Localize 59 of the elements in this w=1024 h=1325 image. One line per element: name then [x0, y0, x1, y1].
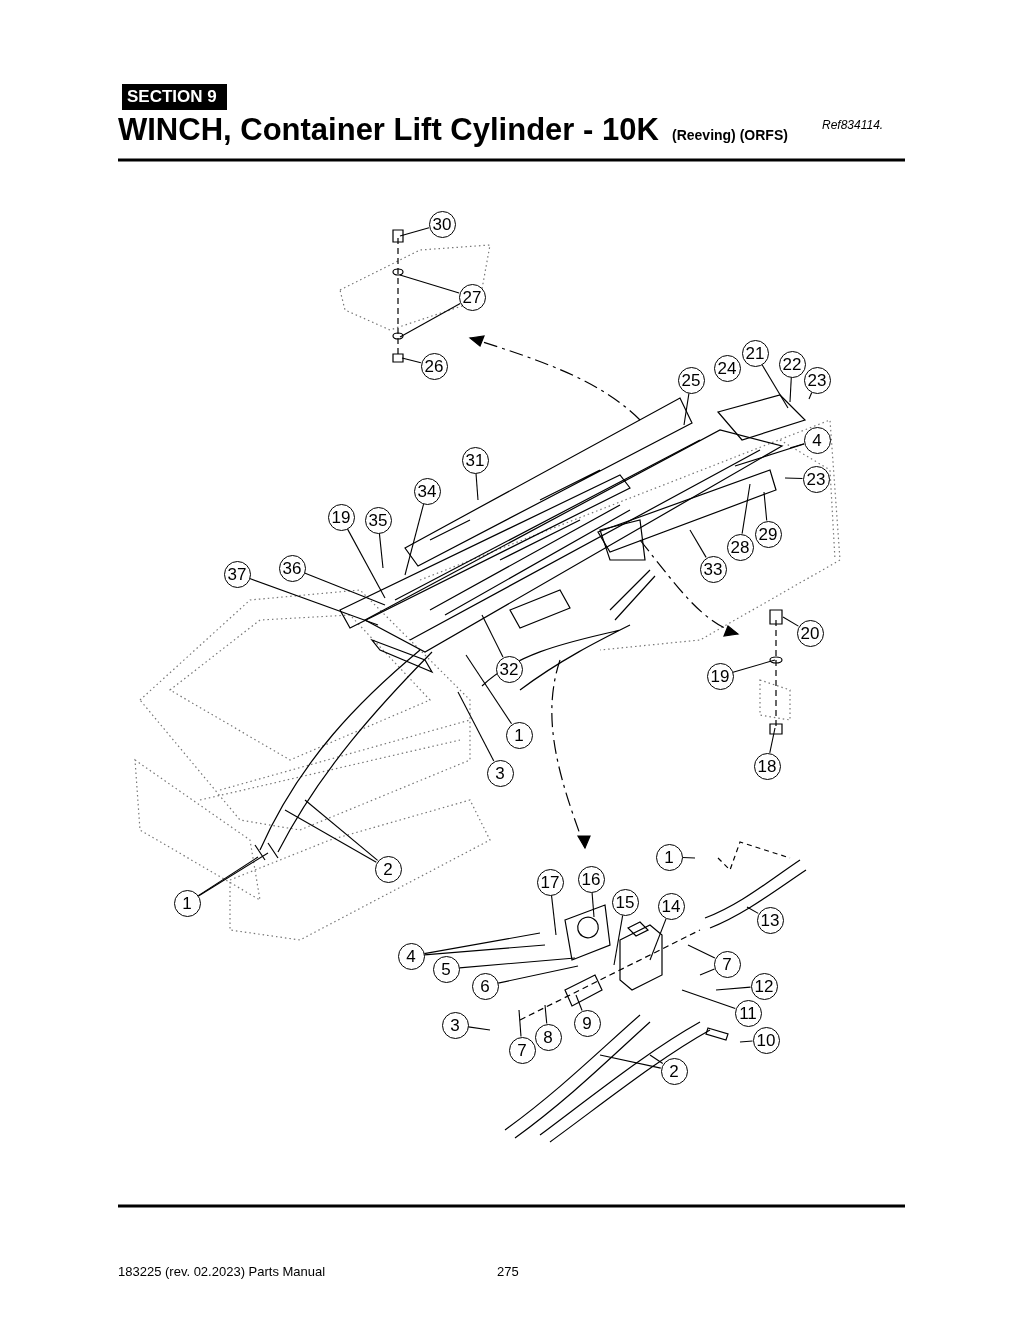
- leader-line: [423, 932, 541, 955]
- leader-line: [458, 957, 576, 969]
- leader-line: [715, 986, 752, 991]
- leader-line: [467, 1026, 491, 1031]
- leader-line: [649, 918, 667, 961]
- leader-line: [681, 989, 736, 1010]
- callout-number: 30: [428, 210, 456, 238]
- leader-line: [649, 1054, 664, 1065]
- leader-line: [465, 654, 513, 725]
- leader-line: [789, 376, 792, 403]
- leader-line: [550, 894, 557, 936]
- leader-line: [518, 1009, 522, 1038]
- page-number: 275: [497, 1264, 519, 1279]
- leader-line: [591, 891, 595, 918]
- leader-line: [739, 1040, 754, 1043]
- leader-line: [304, 799, 379, 861]
- leader-line: [575, 994, 583, 1011]
- leader-line: [544, 1004, 548, 1025]
- leader-line: [404, 503, 425, 576]
- leader-line: [782, 616, 799, 627]
- leader-line: [761, 364, 789, 409]
- leader-line: [741, 483, 751, 535]
- leader-line: [687, 944, 716, 959]
- leader-line: [732, 659, 776, 673]
- leader-line: [481, 614, 504, 658]
- leader-line: [808, 391, 813, 400]
- page-title: WINCH, Container Lift Cylinder - 10K: [118, 112, 659, 148]
- leader-line: [746, 906, 759, 914]
- reference-number: Ref834114.: [822, 118, 884, 132]
- section-badge: SECTION 9: [122, 84, 227, 110]
- leader-line: [457, 691, 495, 762]
- leader-line: [249, 578, 379, 626]
- leader-line: [399, 227, 430, 237]
- leader-line: [399, 274, 460, 294]
- leader-line: [378, 532, 384, 569]
- leader-line: [423, 944, 546, 956]
- leader-line: [197, 852, 269, 897]
- leader-line: [613, 914, 624, 966]
- leader-line: [284, 809, 377, 863]
- leader-line: [475, 472, 479, 501]
- footer-text: 183225 (rev. 02.2023) Parts Manual: [118, 1264, 326, 1279]
- leader-line: [683, 392, 690, 426]
- leader-line: [497, 965, 579, 984]
- leader-line: [769, 727, 776, 754]
- leader-line: [401, 357, 422, 364]
- leader-line: [399, 303, 461, 338]
- leader-line: [784, 477, 804, 480]
- leader-line: [763, 491, 768, 522]
- title-suffix: (Reeving) (ORFS): [672, 127, 788, 143]
- leader-line: [699, 968, 716, 976]
- leader-line: [346, 528, 386, 599]
- leader-line: [689, 529, 707, 558]
- leader-line: [789, 443, 805, 449]
- leader-line: [734, 443, 805, 467]
- leader-line: [304, 572, 386, 606]
- leader-line: [681, 856, 696, 859]
- leader-line: [197, 856, 259, 897]
- winch-assembly-drawing: [134, 229, 841, 1143]
- leader-line: [599, 1054, 662, 1069]
